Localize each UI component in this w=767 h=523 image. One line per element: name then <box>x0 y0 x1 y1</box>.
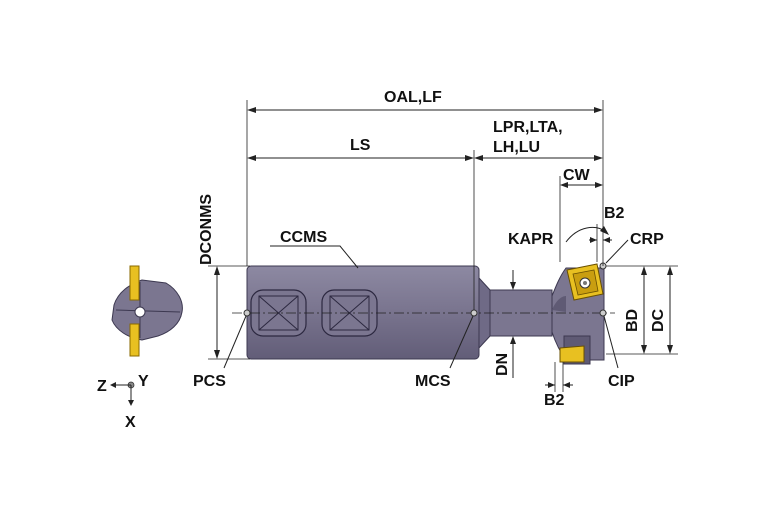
axis-triad: Z Y X <box>97 373 149 431</box>
dim-cw: CW <box>560 167 603 188</box>
label-lh-lu: LH,LU <box>493 139 540 156</box>
label-ls: LS <box>350 137 371 154</box>
axis-x-label: X <box>125 414 136 431</box>
end-view-insert-bottom <box>129 323 140 357</box>
dim-ls: LS <box>247 137 474 161</box>
axis-z-label: Z <box>97 378 107 395</box>
label-lpr-lta: LPR,LTA, <box>493 119 563 136</box>
dim-oal-lf: OAL,LF <box>247 89 603 113</box>
dim-dconms: DCONMS <box>198 194 250 360</box>
label-ccms: CCMS <box>280 229 327 246</box>
leader-cip: CIP <box>603 315 635 390</box>
end-view-insert-top <box>129 265 140 301</box>
end-view-flute-line <box>115 309 181 313</box>
label-bd: BD <box>624 309 641 332</box>
tool-side-view <box>246 263 605 365</box>
label-crp: CRP <box>630 231 664 248</box>
label-dconms: DCONMS <box>198 194 215 265</box>
dim-b2-bottom: B2 <box>544 362 573 409</box>
label-mcs: MCS <box>415 373 451 390</box>
dim-dn: DN <box>494 270 516 378</box>
dim-b2-top: B2 <box>589 205 625 262</box>
head-chip-pocket <box>552 296 566 312</box>
insert-bottom <box>559 335 591 365</box>
insert-top <box>566 263 604 301</box>
label-dn: DN <box>494 353 511 376</box>
label-b2-bottom: B2 <box>544 392 565 409</box>
leader-crp: CRP <box>605 231 664 264</box>
pcs-point <box>243 309 251 317</box>
label-dc: DC <box>650 308 667 332</box>
label-b2-top: B2 <box>604 205 625 222</box>
end-view <box>111 265 183 357</box>
label-pcs: PCS <box>193 373 226 390</box>
dim-bd: BD <box>606 265 678 355</box>
end-view-center-hole <box>134 306 146 318</box>
leader-mcs: MCS <box>415 315 474 390</box>
label-cip: CIP <box>608 373 635 390</box>
axis-y-label: Y <box>138 373 149 390</box>
angle-kapr: KAPR <box>508 226 609 248</box>
leader-ccms: CCMS <box>270 229 359 269</box>
label-kapr: KAPR <box>508 231 554 248</box>
dim-dc: DC <box>650 266 673 354</box>
dim-lpr-lta-lh-lu: LPR,LTA, LH,LU <box>474 119 603 161</box>
label-oal-lf: OAL,LF <box>384 89 442 106</box>
leader-pcs: PCS <box>193 315 247 390</box>
cip-point <box>599 309 607 317</box>
label-cw: CW <box>563 167 591 184</box>
mcs-point <box>470 309 478 317</box>
